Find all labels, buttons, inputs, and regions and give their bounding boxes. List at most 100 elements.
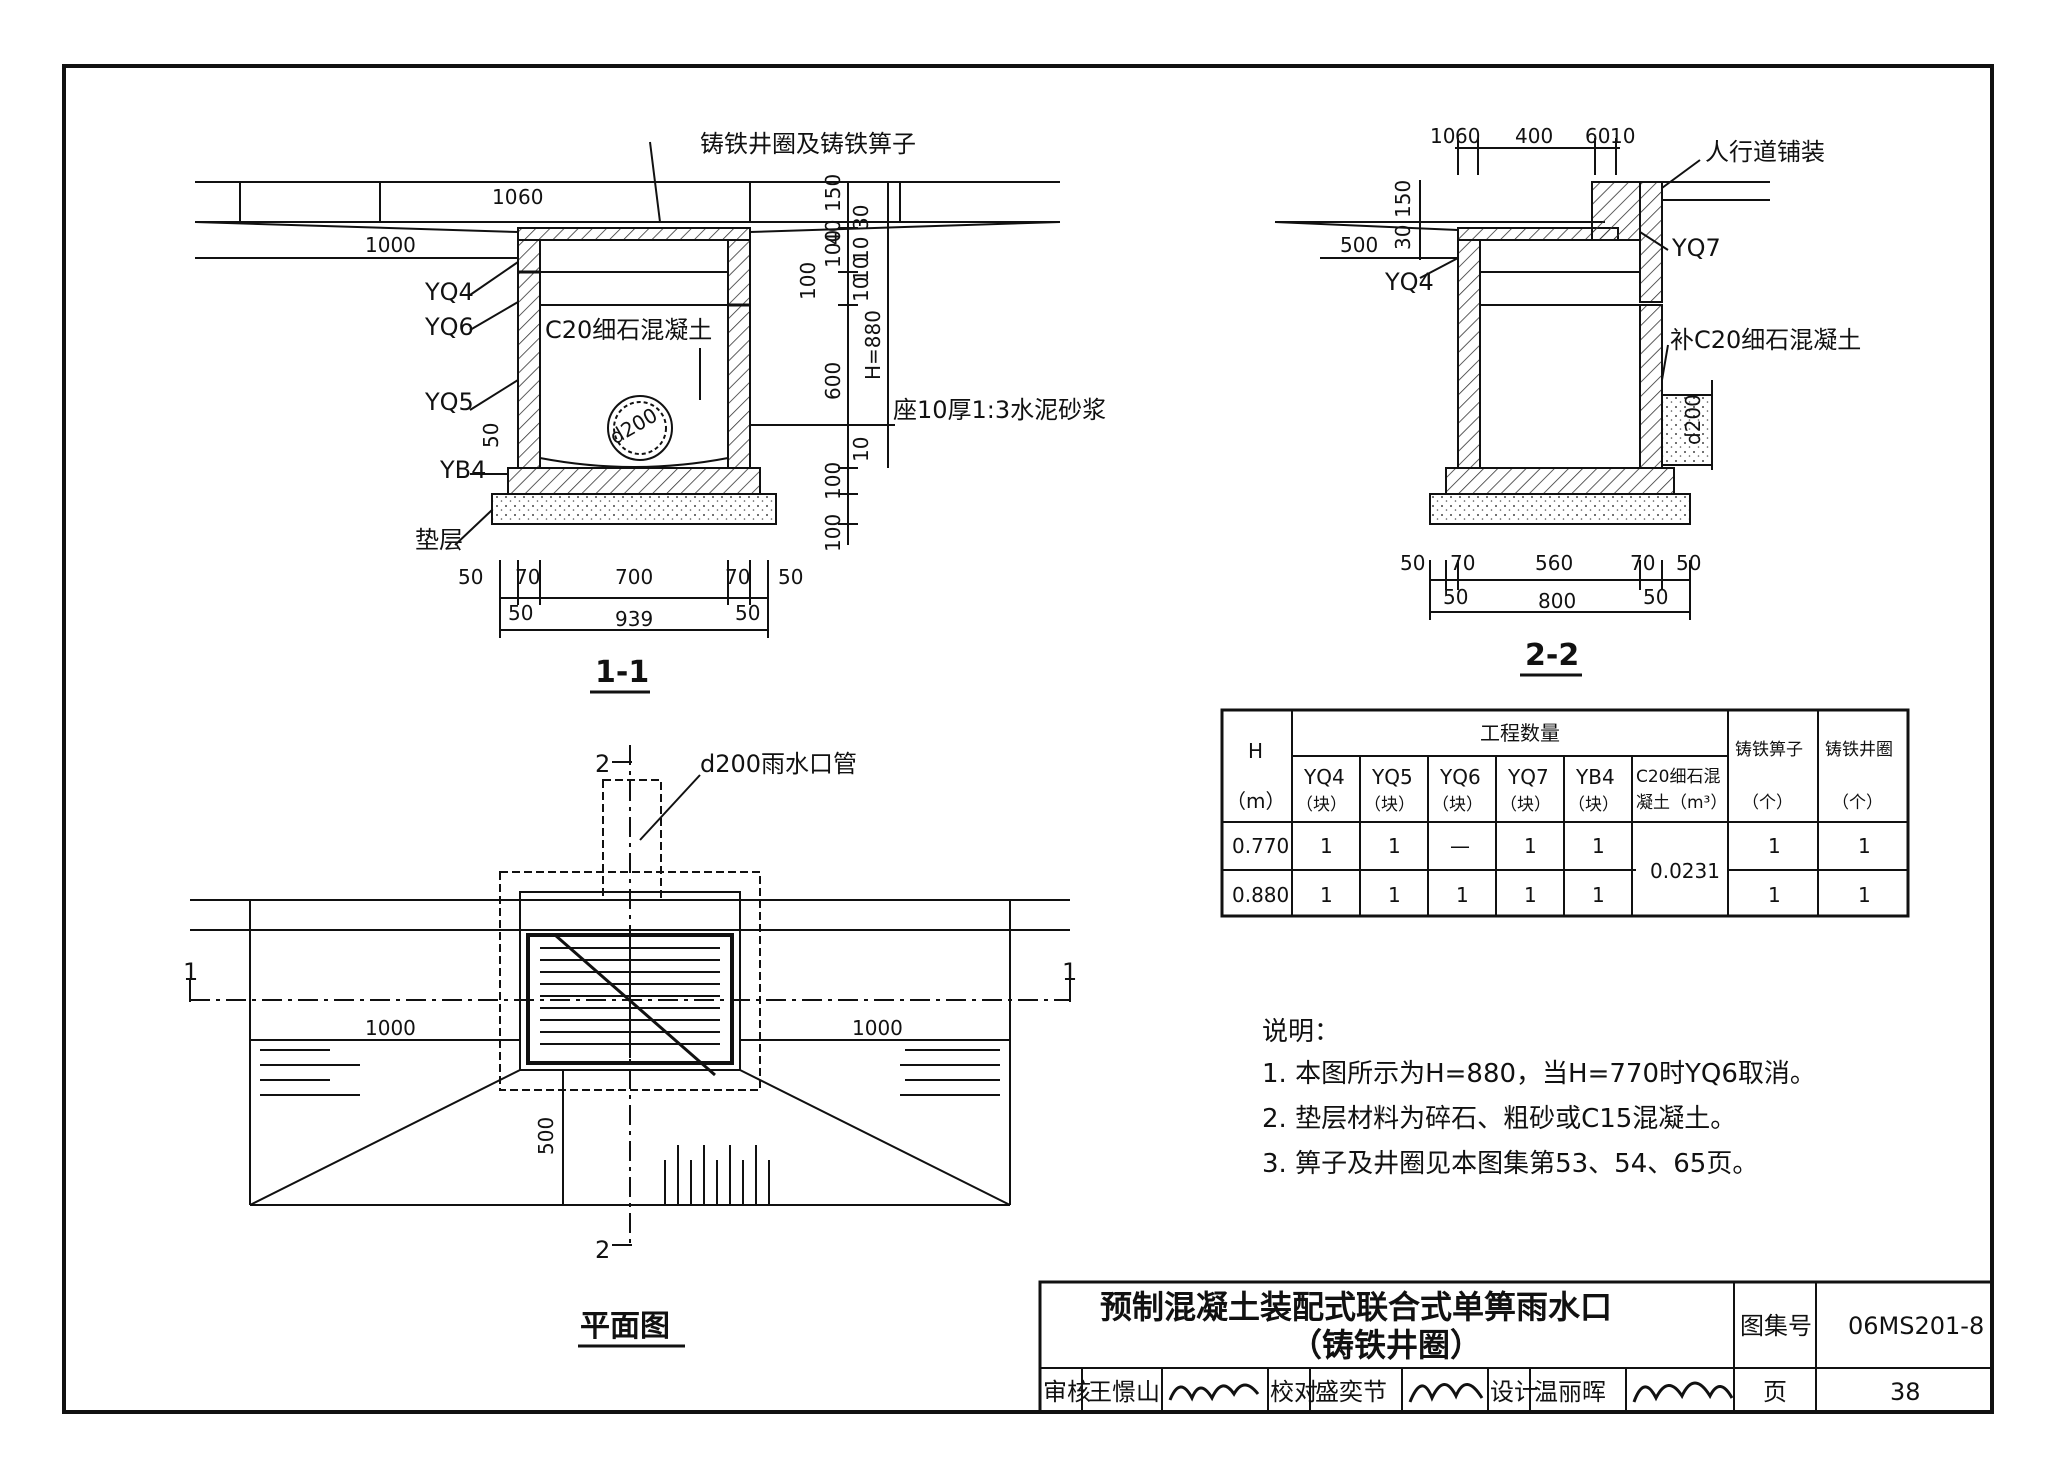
section-1-1 <box>194 141 1061 638</box>
table-group-header: 工程数量 <box>1480 721 1560 745</box>
note-3: 3. 箅子及井圈见本图集第53、54、65页。 <box>1262 1149 1758 1179</box>
label-paving: 人行道铺装 <box>1705 138 1825 166</box>
label-yq6: YQ6 <box>424 313 474 341</box>
sec22-hdim-70b: 70 <box>1630 551 1655 575</box>
table-col-yb4: YB4 <box>1575 765 1615 789</box>
sec11-dim-100c: 100 <box>821 462 845 500</box>
check-label: 校对 <box>1270 1378 1318 1406</box>
table-row2-yq5: 1 <box>1388 883 1401 907</box>
sec11-hdim-70b: 70 <box>725 565 750 589</box>
sec11-dim-60: 60 <box>518 185 543 209</box>
sec11-dim-10d: 10 <box>849 437 873 462</box>
table-row1-yq6: — <box>1450 834 1470 858</box>
table-row2-yq7: 1 <box>1524 883 1537 907</box>
mortar-label: 座10厚1:3水泥砂浆 <box>893 396 1106 424</box>
plan-section-2-bottom: 2 <box>595 1236 610 1264</box>
concrete-label: C20细石混凝土 <box>545 316 712 344</box>
sec22-top-60a: 60 <box>1455 124 1480 148</box>
page-no-value: 38 <box>1890 1378 1921 1406</box>
design-name: 温丽晖 <box>1534 1378 1606 1406</box>
table-row2-yq4: 1 <box>1320 883 1333 907</box>
plan-pipe-label: d200雨水口管 <box>700 750 857 778</box>
sec11-hdim-50b: 50 <box>778 565 803 589</box>
table-row1-yb4: 1 <box>1592 834 1605 858</box>
section-2-2 <box>1274 138 1770 620</box>
sec11-dim-100a: 100 <box>821 230 845 268</box>
plan-view <box>189 745 1071 1246</box>
table-col-grate: 铸铁箅子 <box>1735 740 1803 760</box>
table-col-ring: 铸铁井圈 <box>1825 740 1893 760</box>
table-col-yq5-unit: （块） <box>1364 795 1415 815</box>
table-row1-yq4: 1 <box>1320 834 1333 858</box>
caption-plan: 平面图 <box>580 1309 670 1344</box>
table-col-ring-unit: （个） <box>1832 793 1883 813</box>
sec11-dim-150: 150 <box>821 174 845 212</box>
table-col-yq6-unit: （块） <box>1432 795 1483 815</box>
table-row2-yb4: 1 <box>1592 883 1605 907</box>
table-row2-grate: 1 <box>1768 883 1781 907</box>
label-yq5: YQ5 <box>424 388 474 416</box>
table-col-yq6: YQ6 <box>1439 765 1481 789</box>
plan-section-1-left: 1 <box>183 958 198 986</box>
sec11-dim-100b: 100 <box>796 262 820 300</box>
sec22-label-yq7: YQ7 <box>1671 234 1721 262</box>
plan-section-1-right: 1 <box>1062 958 1077 986</box>
table-col-yq7-unit: （块） <box>1500 795 1551 815</box>
sec11-dim-10: 10 <box>492 185 517 209</box>
label-cushion: 垫层 <box>415 526 463 554</box>
design-label: 设计 <box>1490 1378 1538 1406</box>
table-row1-yq7: 1 <box>1524 834 1537 858</box>
check-signature <box>1408 1383 1484 1403</box>
sec11-dim-10c: 10 <box>849 277 873 302</box>
caption-1-1: 1-1 <box>595 655 649 690</box>
table-col-yq4-unit: （块） <box>1296 795 1347 815</box>
quantity-table <box>1220 708 1910 918</box>
table-h-label: H <box>1248 739 1263 763</box>
table-col-concrete: C20细石混 <box>1636 767 1721 787</box>
sec11-hdim-939: 939 <box>615 607 653 631</box>
table-col-grate-unit: （个） <box>1742 793 1793 813</box>
page-label: 页 <box>1763 1378 1787 1406</box>
atlas-no-label: 图集号 <box>1740 1312 1812 1340</box>
sec11-dim-600: 600 <box>821 362 845 400</box>
sec22-hdim-50d: 50 <box>1643 585 1668 609</box>
table-col-yq5: YQ5 <box>1371 765 1413 789</box>
sec11-dim-50v: 50 <box>479 423 503 448</box>
table-row1-ring: 1 <box>1858 834 1871 858</box>
table-concrete-merged: 0.0231 <box>1650 859 1720 883</box>
sec11-top-label: 铸铁井圈及铸铁箅子 <box>700 130 916 158</box>
sec22-hdim-50c: 50 <box>1443 585 1468 609</box>
table-col-yb4-unit: （块） <box>1568 795 1619 815</box>
sec22-dim-150: 150 <box>1391 180 1415 218</box>
label-yq4: YQ4 <box>424 278 474 306</box>
sec11-hdim-70a: 70 <box>515 565 540 589</box>
review-label: 审核 <box>1043 1378 1091 1406</box>
table-h-unit: （m） <box>1226 789 1285 813</box>
plan-dim-1000-right: 1000 <box>852 1016 903 1040</box>
note-1: 1. 本图所示为H=880，当H=770时YQ6取消。 <box>1262 1059 1816 1089</box>
sheet-border <box>62 64 1994 1414</box>
plan-section-2-top: 2 <box>595 750 610 778</box>
note-2: 2. 垫层材料为碎石、粗砂或C15混凝土。 <box>1262 1104 1736 1134</box>
sec22-hdim-70a: 70 <box>1450 551 1475 575</box>
notes-title: 说明： <box>1262 1017 1340 1047</box>
sec11-dim-10b: 10 <box>849 257 873 282</box>
sec11-dim-100d: 100 <box>821 514 845 552</box>
sec11-hdim-50a: 50 <box>458 565 483 589</box>
sec11-dim-h880: H=880 <box>861 310 885 380</box>
sec22-top-10b: 10 <box>1610 124 1635 148</box>
atlas-no-value: 06MS201-8 <box>1848 1312 1984 1340</box>
label-fill-concrete: 补C20细石混凝土 <box>1670 326 1861 354</box>
table-col-yq7: YQ7 <box>1507 765 1549 789</box>
review-signature <box>1168 1383 1260 1402</box>
sec11-dim-30: 30 <box>849 205 873 230</box>
sec11-hdim-50c: 50 <box>508 601 533 625</box>
caption-2-2: 2-2 <box>1525 638 1579 673</box>
table-row1-h: 0.770 <box>1232 834 1289 858</box>
plan-dim-500: 500 <box>534 1117 558 1155</box>
plan-dim-1000-left: 1000 <box>365 1016 416 1040</box>
sec11-dim-40: 40 <box>821 220 845 245</box>
sec22-dim-500: 500 <box>1340 233 1378 257</box>
title-block <box>1038 1280 1994 1414</box>
